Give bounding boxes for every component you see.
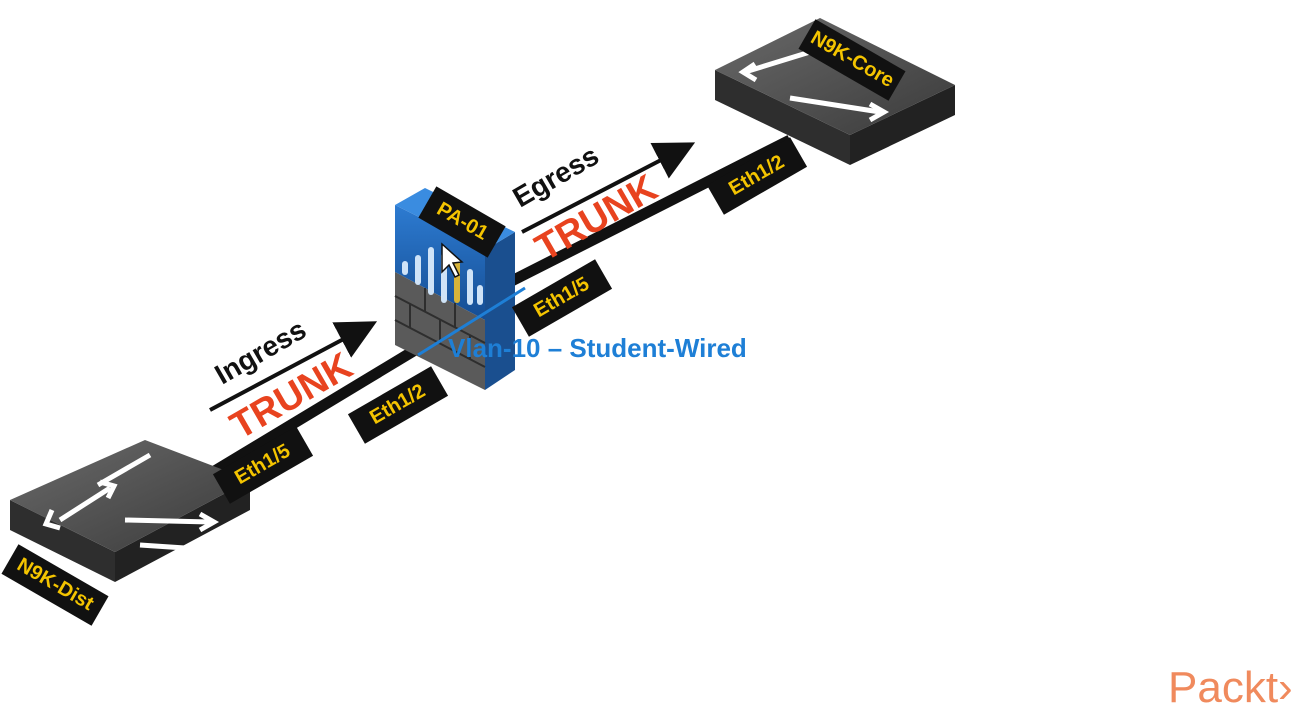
vlan-subinterface-line: [417, 286, 526, 357]
brick-lines: [394, 288, 486, 368]
firewall-front: [395, 205, 485, 320]
firewall-pa01[interactable]: PA-01: [394, 186, 515, 390]
firewall-icon: [402, 247, 483, 305]
firewall-side: [485, 232, 515, 390]
arrow-icon-ingress: [209, 321, 378, 412]
switch-core-top: [715, 18, 955, 135]
switch-dist-side-left: [10, 500, 115, 582]
vlan-label: Vlan-10 – Student-Wired: [448, 333, 747, 363]
switch-core[interactable]: N9K-Core: [715, 18, 955, 165]
switch-icon: [42, 452, 220, 551]
cable-firewall-to-core: [487, 135, 793, 297]
brand-logo: Packt›: [1168, 663, 1293, 712]
switch-icon: [738, 49, 890, 123]
switch-core-side-left: [715, 70, 850, 165]
switch-dist-top: [10, 440, 250, 552]
switch-core-side-right: [850, 85, 955, 165]
switch-dist-side-right: [115, 480, 250, 582]
switch-dist[interactable]: N9K-Dist: [1, 440, 250, 626]
cursor-icon: [441, 242, 464, 279]
arrow-icon-egress: [521, 142, 696, 234]
